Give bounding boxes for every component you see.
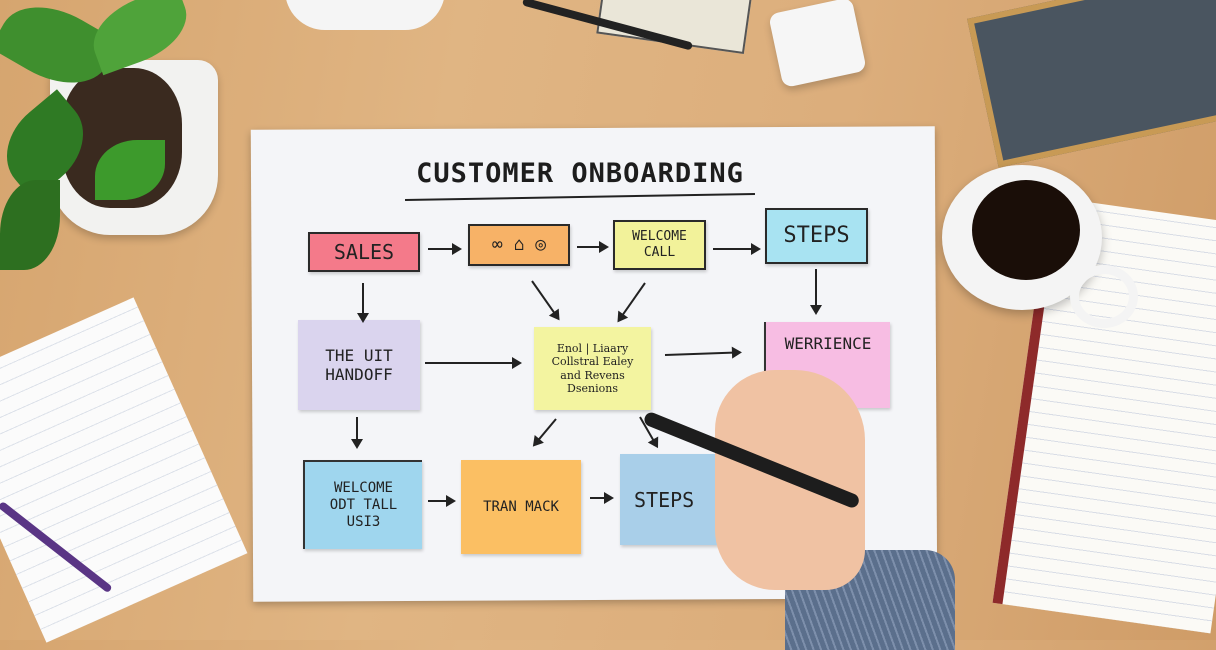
arrow: [577, 241, 609, 253]
note-drawing: ∞ ⌂ ◎: [468, 224, 570, 266]
arrow: [815, 269, 817, 313]
white-cube: [768, 0, 867, 89]
note-sales: SALES: [308, 232, 420, 272]
note-welcome-bottom: WELCOME ODT TALL USI3: [303, 460, 422, 549]
arrow: [590, 492, 614, 504]
note-handoff: THE UIT HANDOFF: [298, 320, 420, 410]
arrow: [425, 357, 522, 369]
cup-handle: [1070, 265, 1138, 328]
arrow: [428, 495, 456, 507]
papers-left: [0, 297, 248, 643]
notebook-top-right: [967, 0, 1216, 168]
arrow: [713, 243, 761, 255]
arrow: [428, 243, 462, 255]
note-welcome-call: WELCOME CALL: [613, 220, 706, 270]
flowchart-title: CUSTOMER ONBOARDING: [416, 158, 744, 189]
leaf: [0, 180, 60, 270]
note-steps-top: STEPS: [765, 208, 868, 264]
note-tran-mack: TRAN MACK: [461, 460, 581, 554]
coffee: [972, 180, 1080, 280]
mug-top: [285, 0, 445, 30]
arrow: [356, 417, 358, 447]
arrow: [362, 283, 364, 321]
note-center: Enol | Liaary Collstral Ealey and Revens…: [534, 327, 651, 410]
